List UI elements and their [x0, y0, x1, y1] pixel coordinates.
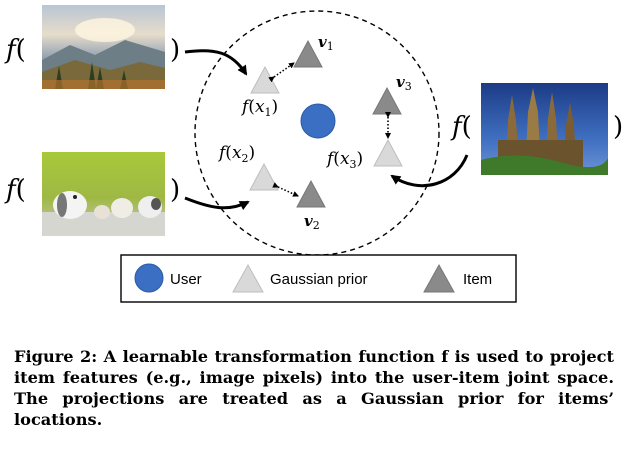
f-symbol-3: f( [450, 112, 472, 142]
item-label-1: v1 [318, 33, 334, 53]
legend-prior-label: Gaussian prior [270, 271, 368, 288]
close-paren-3: ) [613, 112, 623, 142]
image-2-group: f( ) [4, 152, 180, 236]
mapping-arrow-2 [184, 196, 250, 211]
cathedral-photo [481, 83, 608, 175]
prior-label-3: f(x3) [325, 149, 363, 171]
prior-label-2: f(x2) [217, 143, 255, 165]
f-symbol-1: f( [4, 35, 26, 65]
legend-user-marker [134, 263, 164, 293]
item-1 [293, 39, 323, 68]
caption-text: A learnable transformation function f is… [14, 347, 615, 429]
item-3 [372, 86, 402, 115]
gaussian-prior-3 [373, 138, 403, 167]
legend-item-label: Item [463, 271, 492, 288]
gaussian-prior-2 [249, 162, 279, 191]
prior-item-link-2 [272, 182, 299, 197]
legend-user-label: User [170, 271, 202, 288]
close-paren-2: ) [170, 175, 180, 205]
mapping-arrow-3 [390, 154, 469, 188]
diagram: f( ) f( ) f( [4, 5, 623, 303]
f-symbol-2: f( [4, 175, 26, 205]
legend-box [120, 254, 517, 303]
item-label-2: v2 [304, 212, 320, 232]
figure-number: Figure 2: [14, 347, 98, 366]
legend-prior-marker [232, 263, 264, 293]
bunnies-kittens-photo [42, 152, 165, 236]
item-2 [296, 179, 326, 208]
item-label-3: v3 [396, 73, 412, 93]
gaussian-prior-1 [250, 65, 280, 94]
prior-label-1: f(x1) [240, 97, 278, 119]
legend: User Gaussian prior Item [120, 254, 517, 303]
image-3-group: f( ) [450, 83, 623, 175]
image-1-group: f( ) [4, 5, 180, 89]
mountain-sunset-photo [42, 5, 165, 89]
close-paren-1: ) [170, 35, 180, 65]
figure-caption: Figure 2: A learnable transformation fun… [14, 346, 614, 430]
user-point [300, 103, 336, 139]
legend-item-marker [423, 263, 455, 293]
prior-item-link-1 [268, 62, 295, 83]
mapping-arrow-1 [184, 49, 248, 76]
